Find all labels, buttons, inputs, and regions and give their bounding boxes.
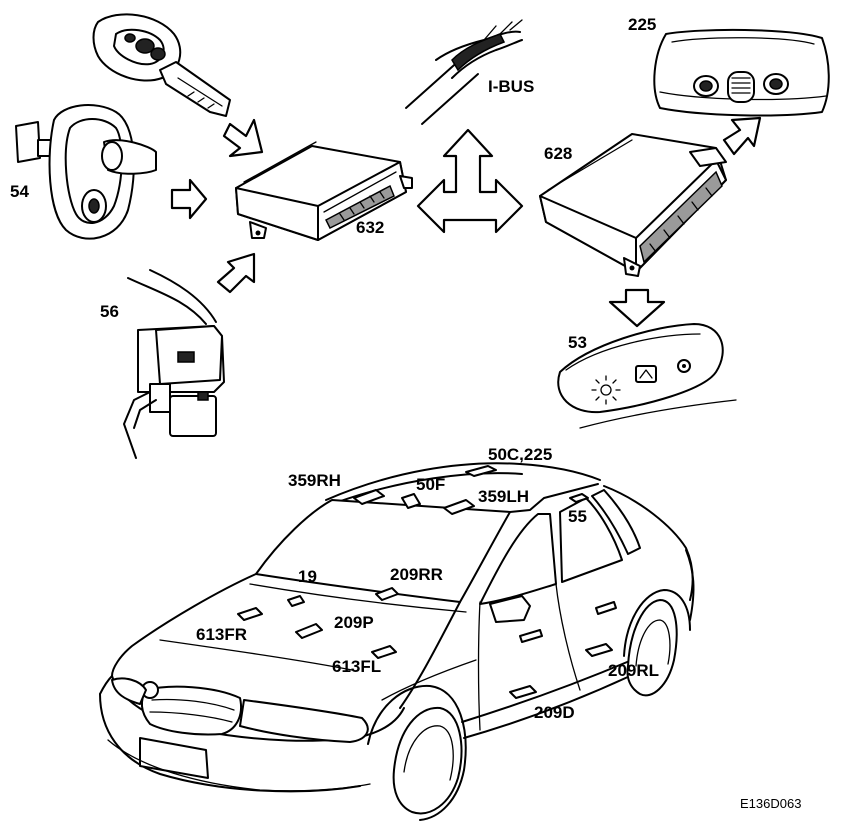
label-632: 632 — [356, 218, 384, 237]
interior-light-225 — [653, 28, 830, 117]
label-209d: 209D — [534, 703, 575, 722]
label-50c-225: 50C,225 — [488, 445, 552, 464]
sensor-50f — [401, 493, 421, 509]
label-56: 56 — [100, 302, 119, 321]
label-55: 55 — [568, 507, 587, 526]
sensor-209rr — [375, 587, 399, 601]
label-209rl: 209RL — [608, 661, 659, 680]
sensor-209rl — [585, 643, 613, 657]
light-symbol-icon — [591, 375, 621, 405]
arrow-54-to-632 — [170, 178, 208, 220]
switch-panel-53 — [557, 323, 737, 429]
label-613fr: 613FR — [196, 625, 247, 644]
sensor-209d — [509, 685, 537, 699]
label-359lh: 359LH — [478, 487, 529, 506]
label-19: 19 — [298, 567, 317, 586]
door-symbol-icon — [635, 365, 657, 383]
label-54: 54 — [10, 182, 29, 201]
door-switch-54 — [15, 104, 157, 240]
label-209rr: 209RR — [390, 565, 443, 584]
sensor-359lh — [443, 499, 475, 515]
i-bus-cable — [405, 19, 523, 125]
sensor-50c-225 — [465, 465, 497, 477]
label-50f: 50F — [416, 475, 445, 494]
sensor-19 — [287, 595, 305, 607]
label-359rh: 359RH — [288, 471, 341, 490]
label-209p: 209P — [334, 613, 374, 632]
arrow-key-to-632 — [222, 118, 264, 158]
sensor-613fr — [237, 607, 263, 621]
sensor-359rh — [353, 489, 385, 505]
alarm-control-module-632 — [235, 141, 413, 241]
sensor-613fl — [371, 645, 397, 659]
module-628 — [539, 133, 727, 277]
bonnet-switch-56 — [123, 269, 225, 459]
ignition-key — [92, 13, 231, 117]
bus-arrow — [416, 128, 524, 234]
label-613fl: 613FL — [332, 657, 381, 676]
arrow-628-to-53 — [608, 288, 666, 328]
label-53: 53 — [568, 333, 587, 352]
figure-reference: E136D063 — [740, 796, 801, 811]
car-illustration — [99, 462, 695, 821]
arrow-628-to-225 — [722, 116, 762, 156]
label-225: 225 — [628, 15, 656, 34]
label-i-bus: I-BUS — [488, 77, 534, 96]
label-628: 628 — [544, 144, 572, 163]
sensor-209p — [295, 623, 323, 639]
arrow-56-to-632 — [216, 252, 256, 294]
sensor-55 — [569, 493, 589, 503]
sensor-symbol-icon — [677, 359, 691, 373]
